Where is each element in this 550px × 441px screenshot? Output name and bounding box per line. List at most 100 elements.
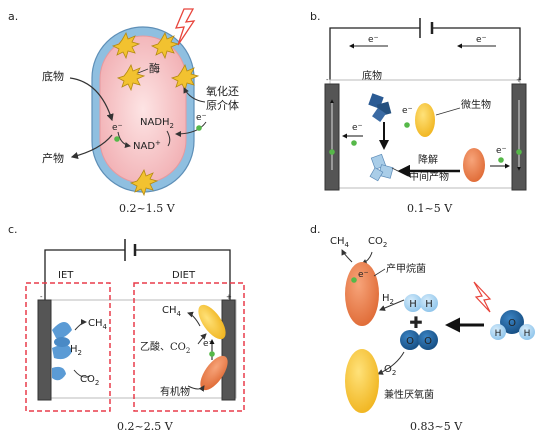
svg-text:H: H [524,329,531,339]
degrade-label: 降解 [418,153,438,166]
diet-ch4-label: CH4 [162,305,182,318]
electron-label-b2: e− [476,34,487,45]
electron-dot [351,140,357,146]
d-ch4-label: CH4 [330,236,350,249]
organics-arrow [187,385,205,392]
product-arrow [70,134,113,160]
mediator-label-2: 原介体 [206,98,239,112]
electron-dot [329,149,335,155]
svg-text:H: H [495,329,502,339]
panel-c: c. - + IET DIET CH4 H2 CO2 CH4 [8,223,245,433]
d-co2-label: CO2 [368,236,387,249]
d-electron-label: e− [358,269,369,280]
electron-dot [114,136,120,142]
d-h2-label: H2 [382,293,394,306]
cathode-electrode [37,299,52,401]
microbe-label: 微生物 [461,98,491,111]
nad-label: NAD+ [133,139,161,152]
electron-dot [196,125,202,131]
d-h2-arrow [379,299,405,311]
panel-d-voltage: 0.83~5 V [410,420,463,433]
panel-a-voltage: 0.2~1.5 V [119,202,176,215]
diet-ch4-arrow [187,311,201,327]
svg-text:O: O [508,318,516,329]
electron-dot [516,149,522,155]
anode-sign: + [516,76,522,84]
iet-co2-label: CO2 [80,374,99,387]
electron-dot [498,157,504,163]
facultative-anaerobe-cell [345,349,379,413]
intermediate-molecule [369,153,394,182]
d-o2-arrow [377,351,405,375]
diet-label: DIET [172,270,196,281]
anode-sign: + [226,293,232,301]
cathode-sign: - [326,76,329,84]
panel-b-voltage: 0.1~5 V [407,202,453,215]
nadh-cycle-arrow [166,130,171,147]
plus-sign: ✚ [409,313,422,332]
cell-cytoplasm [99,35,187,184]
orange-microbe [463,148,485,182]
iet-microbes [52,322,72,381]
electron-dot [404,122,410,128]
iet-ch4-label: CH4 [88,318,108,331]
electron-label-b1: e− [368,34,379,45]
enzyme-label: 酶 [149,62,160,75]
o2-molecule: O O [400,330,438,350]
svg-text:O: O [424,336,432,347]
lightning-icon [174,8,196,46]
enzyme-icon [111,32,200,197]
substrate-label: 底物 [42,69,64,83]
methanogen-label: 产甲烷菌 [386,262,426,275]
electron-label-a1: e− [112,122,123,133]
electron-label-b5: e− [496,145,507,156]
iet-h2-label: H2 [70,344,82,357]
circuit-wire [329,27,521,80]
cathode-sign: - [40,293,43,301]
mediator-arrow-in [183,87,206,103]
water-molecule: O H H [490,310,535,340]
svg-text:H: H [425,299,433,310]
electron-dot [351,277,357,283]
mediator-label-1: 氧化还 [206,84,239,98]
diet-dashed-box [133,282,245,412]
panel-b-letter: b. [310,10,320,23]
svg-text:H: H [409,299,417,310]
electron-label-b4: e− [352,122,363,133]
iet-label: IET [58,270,74,281]
iet-dashed-box [25,282,111,412]
product-label: 产物 [42,151,64,165]
substrate-arrow [69,77,114,122]
d-ch4-arrow [341,249,353,263]
co2-arrow [73,369,91,378]
organics-label: 有机物 [160,385,190,398]
methanogen-pointer [373,268,386,277]
diet-yellow-microbe [198,304,226,340]
panel-d-letter: d. [310,223,320,236]
facultative-label: 兼性厌氧菌 [384,388,434,401]
nadh-label: NADH2 [140,117,174,130]
panel-a: a. 酶 底物 产物 NADH2 NAD+ e− 氧化还 原介体 [8,8,239,215]
enzyme-pointer [137,68,149,74]
electron-label-a2: e− [196,112,207,123]
electron-dot [209,351,215,357]
h2-molecule: H H [404,294,438,312]
panel-c-letter: c. [8,223,18,236]
substrate-molecule [368,93,392,122]
panel-b: b. e− e− - + 底物 中间产物 [310,10,527,215]
d-o2-label: O2 [384,364,396,377]
panel-d: d. CH4 CO2 e− 产甲烷菌 H2 H H ✚ O O [310,223,535,433]
yellow-microbe [415,103,435,137]
nad-cycle-arrow [117,131,131,148]
ch4-arrow [74,319,87,331]
diet-acetate-co2-label: 乙酸、CO2 [140,340,190,355]
microbe-pointer [435,107,461,116]
diet-acetate-arrow [197,333,207,345]
diet-orange-microbe [200,355,228,391]
svg-text:O: O [406,336,414,347]
intermediate-label: 中间产物 [409,170,449,183]
substrate-label-b: 底物 [362,69,382,82]
electron-label-b3: e− [402,105,413,116]
mediator-arrow-out [175,121,207,137]
